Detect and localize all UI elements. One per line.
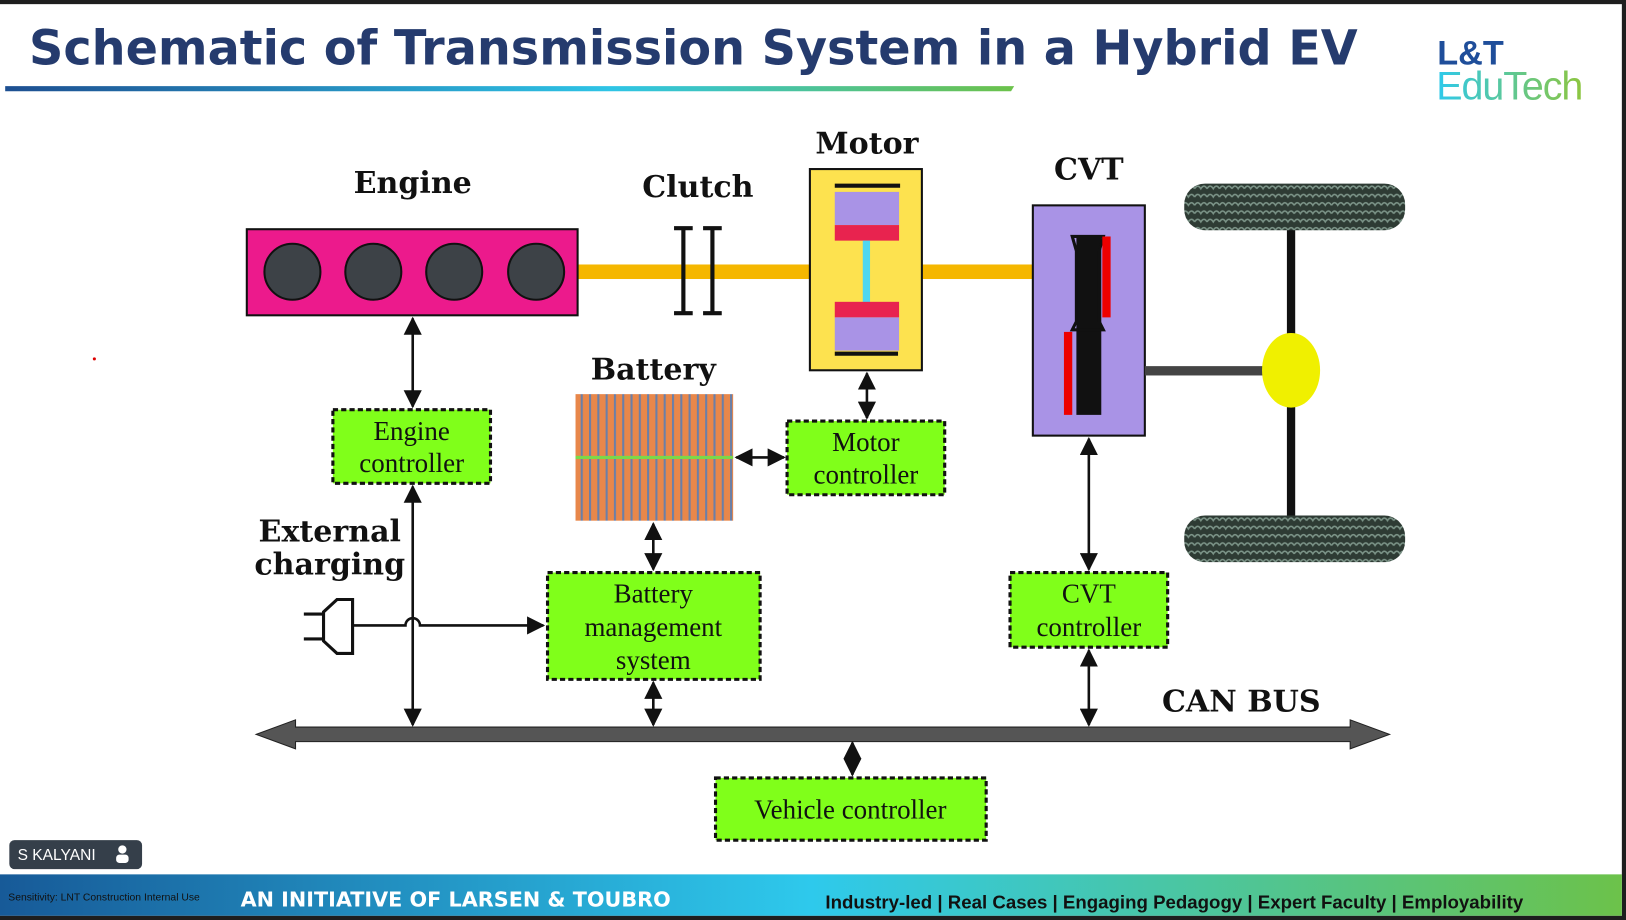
logo-edutech: EduTech <box>1436 65 1582 109</box>
participant-name: S KALYANI <box>18 847 96 864</box>
engine-label: Engine <box>354 166 472 201</box>
vehicle-controller: Vehicle controller <box>713 776 988 842</box>
battery-management-system: Battery management system <box>545 570 762 681</box>
svg-text:management: management <box>584 612 722 642</box>
svg-text:Motor: Motor <box>832 427 899 457</box>
external-charging-label-2: charging <box>254 548 405 583</box>
footer-tagline: Industry-led | Real Cases | Engaging Ped… <box>825 892 1523 913</box>
svg-text:CVT: CVT <box>1062 579 1116 609</box>
svg-text:Engine: Engine <box>374 416 450 446</box>
motor-label: Motor <box>815 127 919 162</box>
svg-text:controller: controller <box>814 459 919 489</box>
can-bus-label: CAN BUS <box>1162 685 1321 720</box>
motor-controller: Motor controller <box>785 419 947 497</box>
wheel-top <box>1184 183 1406 231</box>
title-underline <box>5 86 1015 92</box>
battery-label: Battery <box>591 353 718 388</box>
participant-name-badge: S KALYANI <box>9 840 143 870</box>
laser-pointer-dot <box>92 357 96 361</box>
svg-text:Vehicle controller: Vehicle controller <box>754 794 946 824</box>
cvt-label: CVT <box>1054 152 1124 187</box>
differential <box>1262 332 1321 408</box>
can-bus-arrow <box>254 719 1392 750</box>
wheel-bottom <box>1184 515 1406 563</box>
svg-text:system: system <box>616 645 691 675</box>
cvt <box>1031 204 1146 437</box>
cvt-controller: CVT controller <box>1008 570 1170 649</box>
charging-plug-icon <box>303 597 355 655</box>
slide-title: Schematic of Transmission System in a Hy… <box>29 21 1358 76</box>
svg-text:controller: controller <box>1036 612 1141 642</box>
clutch <box>674 226 722 316</box>
svg-text:controller: controller <box>359 448 464 478</box>
shaft <box>577 264 1034 280</box>
drive-shaft <box>1144 366 1265 376</box>
connections <box>352 316 1098 777</box>
logo-lt: L&T <box>1437 34 1504 72</box>
external-charging-label: External <box>259 514 401 549</box>
clutch-label: Clutch <box>642 170 753 205</box>
footer-initiative: AN INITIATIVE OF LARSEN & TOUBRO <box>241 888 671 912</box>
svg-text:Battery: Battery <box>614 579 694 609</box>
motor <box>808 168 923 372</box>
engine-controller: Engine controller <box>331 408 493 485</box>
mic-muted-icon <box>116 845 129 863</box>
footer-bar <box>0 874 1622 916</box>
engine-block <box>245 228 579 317</box>
sensitivity-label: Sensitivity: LNT Construction Internal U… <box>8 892 200 903</box>
